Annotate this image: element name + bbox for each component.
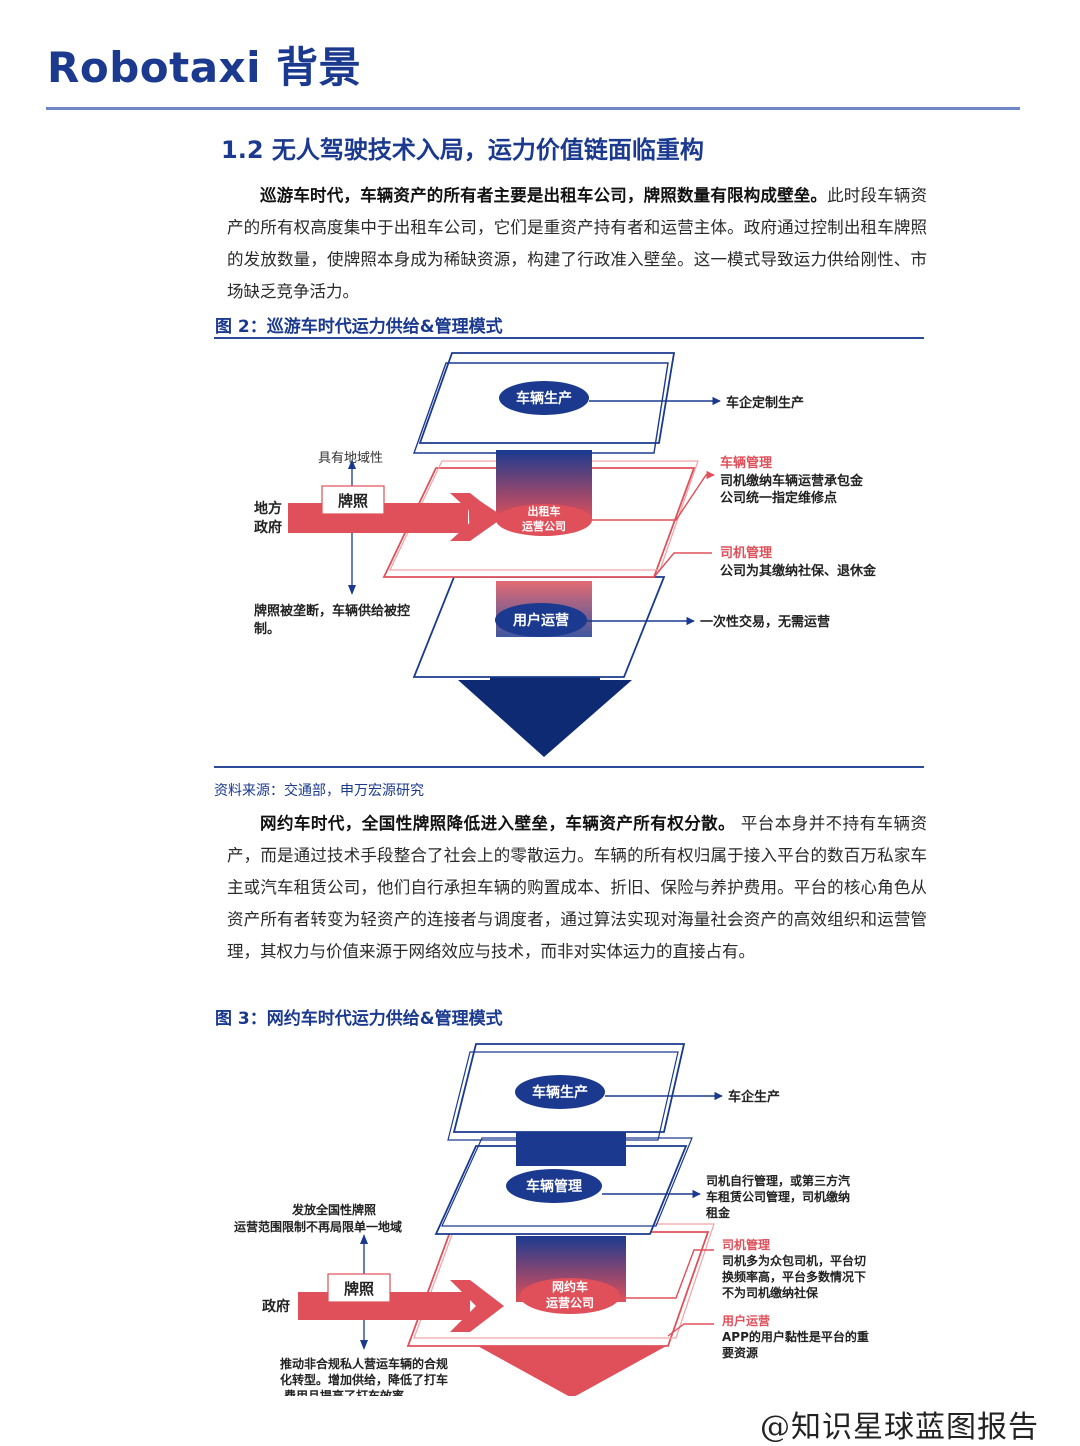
note-vm-2: 公司统一指定维修点 bbox=[720, 490, 837, 506]
note-one-time-transaction: 一次性交易，无需运营 bbox=[700, 614, 830, 630]
note-dm-1: 公司为其缴纳社保、退休金 bbox=[720, 563, 877, 579]
note-vm-3: 租金 bbox=[706, 1205, 731, 1220]
label-license: 牌照 bbox=[338, 492, 368, 510]
label-taxi: 出租车 bbox=[528, 504, 561, 518]
label-government: 政府 bbox=[254, 519, 282, 536]
label-vehicle-production: 车辆生产 bbox=[516, 390, 572, 407]
paragraph-ridehail-era: 网约车时代，全国性牌照降低进入壁垒，车辆资产所有权分散。 平台本身并不持有车辆资… bbox=[227, 808, 927, 968]
label-local: 地方 bbox=[254, 500, 282, 517]
note-compliance-3: 费用且提高了打车效率。 bbox=[284, 1388, 416, 1396]
label-ops-company: 运营公司 bbox=[546, 1295, 594, 1310]
paragraph-body: 此时段车辆资产的所有权高度集中于出租车公司，它们是重资产持有者和运营主体。政府通… bbox=[227, 186, 928, 301]
label-license: 牌照 bbox=[344, 1280, 374, 1298]
paragraph-cruise-era: 巡游车时代，车辆资产的所有者主要是出租车公司，牌照数量有限构成壁垒。此时段车辆资… bbox=[227, 180, 927, 308]
title-divider bbox=[46, 107, 1020, 110]
note-national-license-1: 发放全国性牌照 bbox=[291, 1202, 376, 1217]
label-ops-company: 运营公司 bbox=[522, 519, 566, 533]
note-monopoly-2: 制。 bbox=[254, 621, 280, 637]
note-vm-2: 车租赁公司管理，司机缴纳 bbox=[706, 1189, 850, 1204]
label-ridehail: 网约车 bbox=[552, 1279, 588, 1294]
note-monopoly-1: 牌照被垄断，车辆供给被控 bbox=[254, 603, 410, 619]
down-arrow-shape bbox=[474, 1344, 670, 1396]
source-note: 资料来源：交通部，申万宏源研究 bbox=[214, 783, 424, 799]
figure-2-title: 图 2：巡游车时代运力供给&管理模式 bbox=[215, 317, 503, 337]
watermark: @知识星球蓝图报告 bbox=[760, 1410, 1039, 1445]
note-vm-1: 司机缴纳车辆运营承包金 bbox=[720, 473, 864, 489]
note-vm-1: 司机自行管理，或第三方汽 bbox=[706, 1173, 850, 1188]
note-national-license-2: 运营范围限制不再局限单一地域 bbox=[234, 1219, 402, 1234]
note-uo-2: 要资源 bbox=[722, 1345, 758, 1360]
note-dm-1: 司机多为众包司机，平台切 bbox=[722, 1253, 866, 1268]
title-vehicle-mgmt: 车辆管理 bbox=[720, 455, 772, 471]
note-compliance-2: 化转型。增加供给，降低了打车 bbox=[280, 1372, 448, 1387]
note-dm-2: 换频率高，平台多数情况下 bbox=[722, 1269, 866, 1284]
title-driver-mgmt: 司机管理 bbox=[722, 1237, 770, 1252]
title-user-ops: 用户运营 bbox=[721, 1313, 770, 1328]
figure-2-top-rule bbox=[214, 337, 924, 339]
figure-3-diagram: 车辆生产 车企生产 车辆管理 司机自行管理，或第三方汽 车租赁公司管理，司机缴纳… bbox=[214, 1036, 924, 1396]
figure-2-diagram: 车辆生产 车企定制生产 出租车 运营公司 用户运营 一次性交易，无需运营 车辆管… bbox=[214, 345, 924, 765]
section-heading: 1.2 无人驾驶技术入局，运力价值链面临重构 bbox=[221, 136, 704, 164]
title-driver-mgmt: 司机管理 bbox=[720, 545, 772, 561]
note-custom-production: 车企定制生产 bbox=[726, 395, 804, 411]
paragraph-lead: 巡游车时代，车辆资产的所有者主要是出租车公司，牌照数量有限构成壁垒。 bbox=[260, 186, 828, 205]
note-oem-production: 车企生产 bbox=[728, 1089, 780, 1105]
note-dm-3: 不为司机缴纳社保 bbox=[722, 1285, 819, 1300]
figure-2-bottom-rule bbox=[214, 766, 924, 768]
label-user-ops: 用户运营 bbox=[513, 612, 569, 629]
label-vehicle-production: 车辆生产 bbox=[532, 1084, 588, 1101]
down-arrow-shape bbox=[458, 680, 632, 757]
figure-3-title: 图 3：网约车时代运力供给&管理模式 bbox=[215, 1009, 503, 1029]
note-regional: 具有地域性 bbox=[318, 451, 383, 466]
paragraph-lead: 网约车时代，全国性牌照降低进入壁垒，车辆资产所有权分散。 bbox=[260, 814, 736, 833]
note-uo-1: APP的用户黏性是平台的重 bbox=[722, 1329, 869, 1344]
label-vehicle-mgmt: 车辆管理 bbox=[526, 1178, 582, 1195]
paragraph-body: 平台本身并不持有车辆资产，而是通过技术手段整合了社会上的零散运力。车辆的所有权归… bbox=[227, 814, 928, 961]
note-compliance-1: 推动非合规私人营运车辆的合规 bbox=[280, 1356, 448, 1371]
page-title: Robotaxi 背景 bbox=[47, 43, 362, 92]
label-government: 政府 bbox=[262, 1298, 290, 1315]
